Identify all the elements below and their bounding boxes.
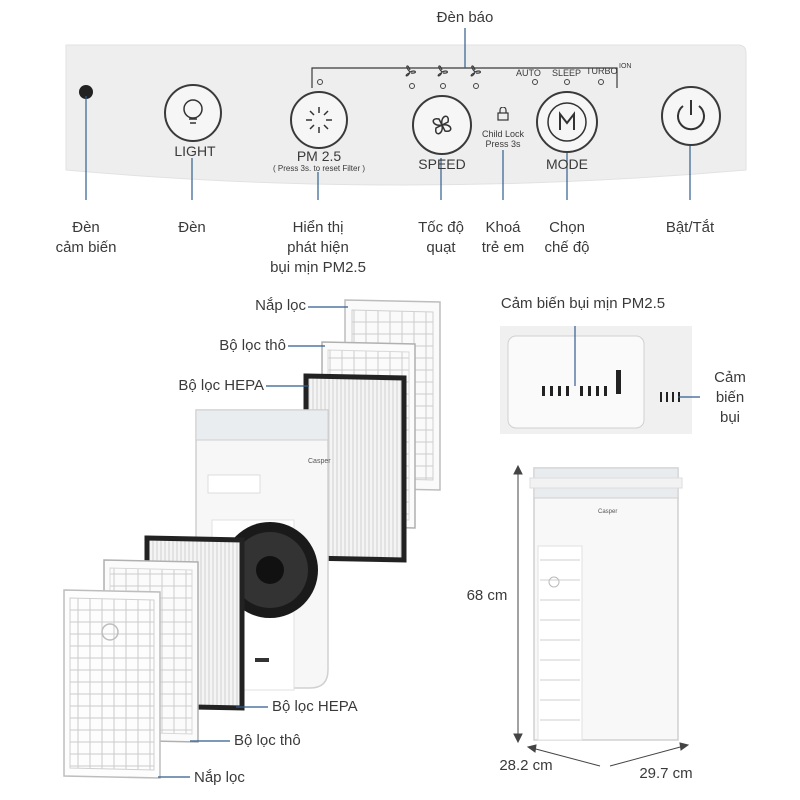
front-brand: Casper	[598, 509, 618, 515]
label-top-coarse: Bộ lọc thô	[219, 337, 286, 354]
lock-icon	[497, 107, 509, 121]
pm-sensor-icon	[306, 107, 332, 133]
power-icon	[677, 100, 705, 131]
callout-fan-speed-1: Tốc độ	[418, 219, 464, 236]
callout-sensor-light-1: Đèn	[72, 219, 100, 236]
callout-fan-speed: Tốc độ quạt	[406, 218, 476, 258]
auto-label: AUTO	[516, 68, 541, 78]
power-button[interactable]	[661, 86, 721, 146]
mode-label: MODE	[546, 156, 588, 172]
child-lock-line1: Child Lock	[481, 129, 525, 139]
mode-m-icon	[547, 102, 587, 142]
callout-mode-select-1: Chọn	[549, 219, 585, 236]
light-label: LIGHT	[174, 143, 216, 159]
purifier-front	[529, 467, 683, 741]
indicator-title: Đèn báo	[436, 9, 494, 26]
purifier-body	[195, 409, 329, 691]
sensor-detail	[500, 326, 700, 434]
speed-button[interactable]	[412, 95, 472, 155]
depth-dimension: 28.2 cm	[499, 757, 553, 774]
dimension-view	[513, 464, 690, 767]
sleep-label: SLEEP	[552, 68, 582, 78]
child-lock-line2: Press 3s	[485, 139, 521, 149]
callout-sensor-light: Đèn cảm biến	[46, 218, 126, 258]
callout-child-lock: Khoá trẻ em	[473, 218, 533, 258]
exploded-view	[63, 299, 441, 779]
ion-label: ION	[619, 63, 632, 70]
callout-mode-select: Chọn chế độ	[532, 218, 602, 258]
callout-pm-display-3: bụi mịn PM2.5	[270, 259, 366, 276]
turbo-label: TURBO	[586, 66, 618, 76]
light-button[interactable]	[164, 84, 222, 142]
width-dimension: 29.7 cm	[639, 765, 693, 782]
mode-button[interactable]	[536, 91, 598, 153]
callout-child-lock-1: Khoá	[485, 219, 521, 236]
callout-sensor-light-2: cảm biến	[55, 239, 117, 256]
callout-fan-speed-2: quạt	[426, 239, 456, 256]
fan-icon	[432, 115, 452, 135]
callout-lamp: Đèn	[178, 219, 206, 236]
label-dust-sensor-1: Cảm	[714, 369, 746, 386]
label-bottom-cover: Nắp lọc	[194, 769, 245, 786]
pm25-hint: ( Press 3s. to reset Filter )	[272, 164, 366, 173]
pm25-button[interactable]	[290, 91, 348, 149]
bulb-icon	[183, 99, 203, 124]
label-bottom-coarse: Bộ lọc thô	[234, 732, 301, 749]
label-bottom-hepa: Bộ lọc HEPA	[272, 698, 358, 715]
label-pm-sensor: Cảm biến bụi mịn PM2.5	[500, 295, 666, 312]
height-dimension: 68 cm	[466, 587, 508, 604]
callout-pm-display-1: Hiển thị	[292, 219, 344, 236]
speed-label: SPEED	[418, 156, 466, 172]
callout-child-lock-2: trẻ em	[481, 239, 525, 256]
label-top-cover: Nắp lọc	[255, 297, 306, 314]
callout-pm-display-2: phát hiện	[287, 239, 349, 256]
pm25-label: PM 2.5	[296, 148, 342, 164]
callout-pm-display: Hiển thị phát hiện bụi mịn PM2.5	[258, 218, 378, 278]
label-top-hepa: Bộ lọc HEPA	[178, 377, 264, 394]
label-dust-sensor-2: biến	[715, 389, 745, 406]
callout-mode-select-2: chế độ	[544, 239, 590, 256]
callout-power: Bật/Tắt	[665, 219, 715, 236]
bottom-filter-cover	[63, 589, 161, 779]
body-brand: Casper	[308, 458, 331, 465]
label-dust-sensor-3: bụi	[719, 409, 741, 426]
label-dust-sensor: Cảm biến bụi	[700, 368, 760, 428]
